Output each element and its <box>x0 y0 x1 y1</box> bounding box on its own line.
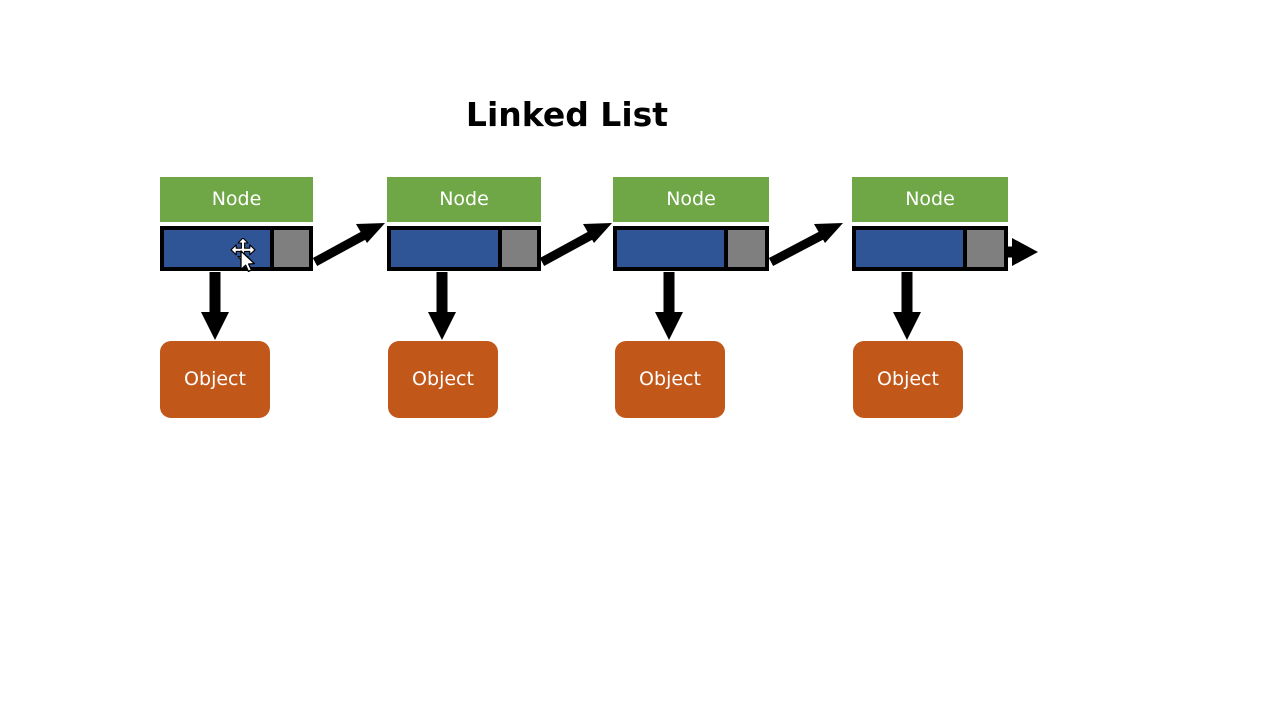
node-header-label: Node <box>387 177 541 222</box>
node-data-cell[interactable] <box>391 230 498 267</box>
next-pointer-arrow-3 <box>768 223 843 266</box>
object-box[interactable]: Object <box>615 341 725 418</box>
object-box[interactable]: Object <box>160 341 270 418</box>
object-box[interactable]: Object <box>388 341 498 418</box>
object-arrow-1 <box>201 272 229 340</box>
object-arrow-2 <box>428 272 456 340</box>
node-cell-row[interactable] <box>852 226 1008 271</box>
node-cell-row[interactable] <box>387 226 541 271</box>
node-cell-row[interactable] <box>160 226 313 271</box>
node-data-cell[interactable] <box>856 230 963 267</box>
node-pointer-cell[interactable] <box>270 230 309 267</box>
node-cell-row[interactable] <box>613 226 769 271</box>
node-data-cell[interactable] <box>164 230 270 267</box>
next-pointer-arrow-2 <box>539 223 612 266</box>
object-arrow-4 <box>893 272 921 340</box>
object-arrow-3 <box>655 272 683 340</box>
node-pointer-cell[interactable] <box>963 230 1004 267</box>
page-title: Linked List <box>465 95 669 134</box>
node-header-label: Node <box>160 177 313 222</box>
node-header-label: Node <box>613 177 769 222</box>
object-box[interactable]: Object <box>853 341 963 418</box>
node-header-label: Node <box>852 177 1008 222</box>
tail-pointer-arrow <box>1006 238 1038 266</box>
node-pointer-cell[interactable] <box>498 230 537 267</box>
node-data-cell[interactable] <box>617 230 724 267</box>
next-pointer-arrow-1 <box>312 223 385 266</box>
node-pointer-cell[interactable] <box>724 230 765 267</box>
